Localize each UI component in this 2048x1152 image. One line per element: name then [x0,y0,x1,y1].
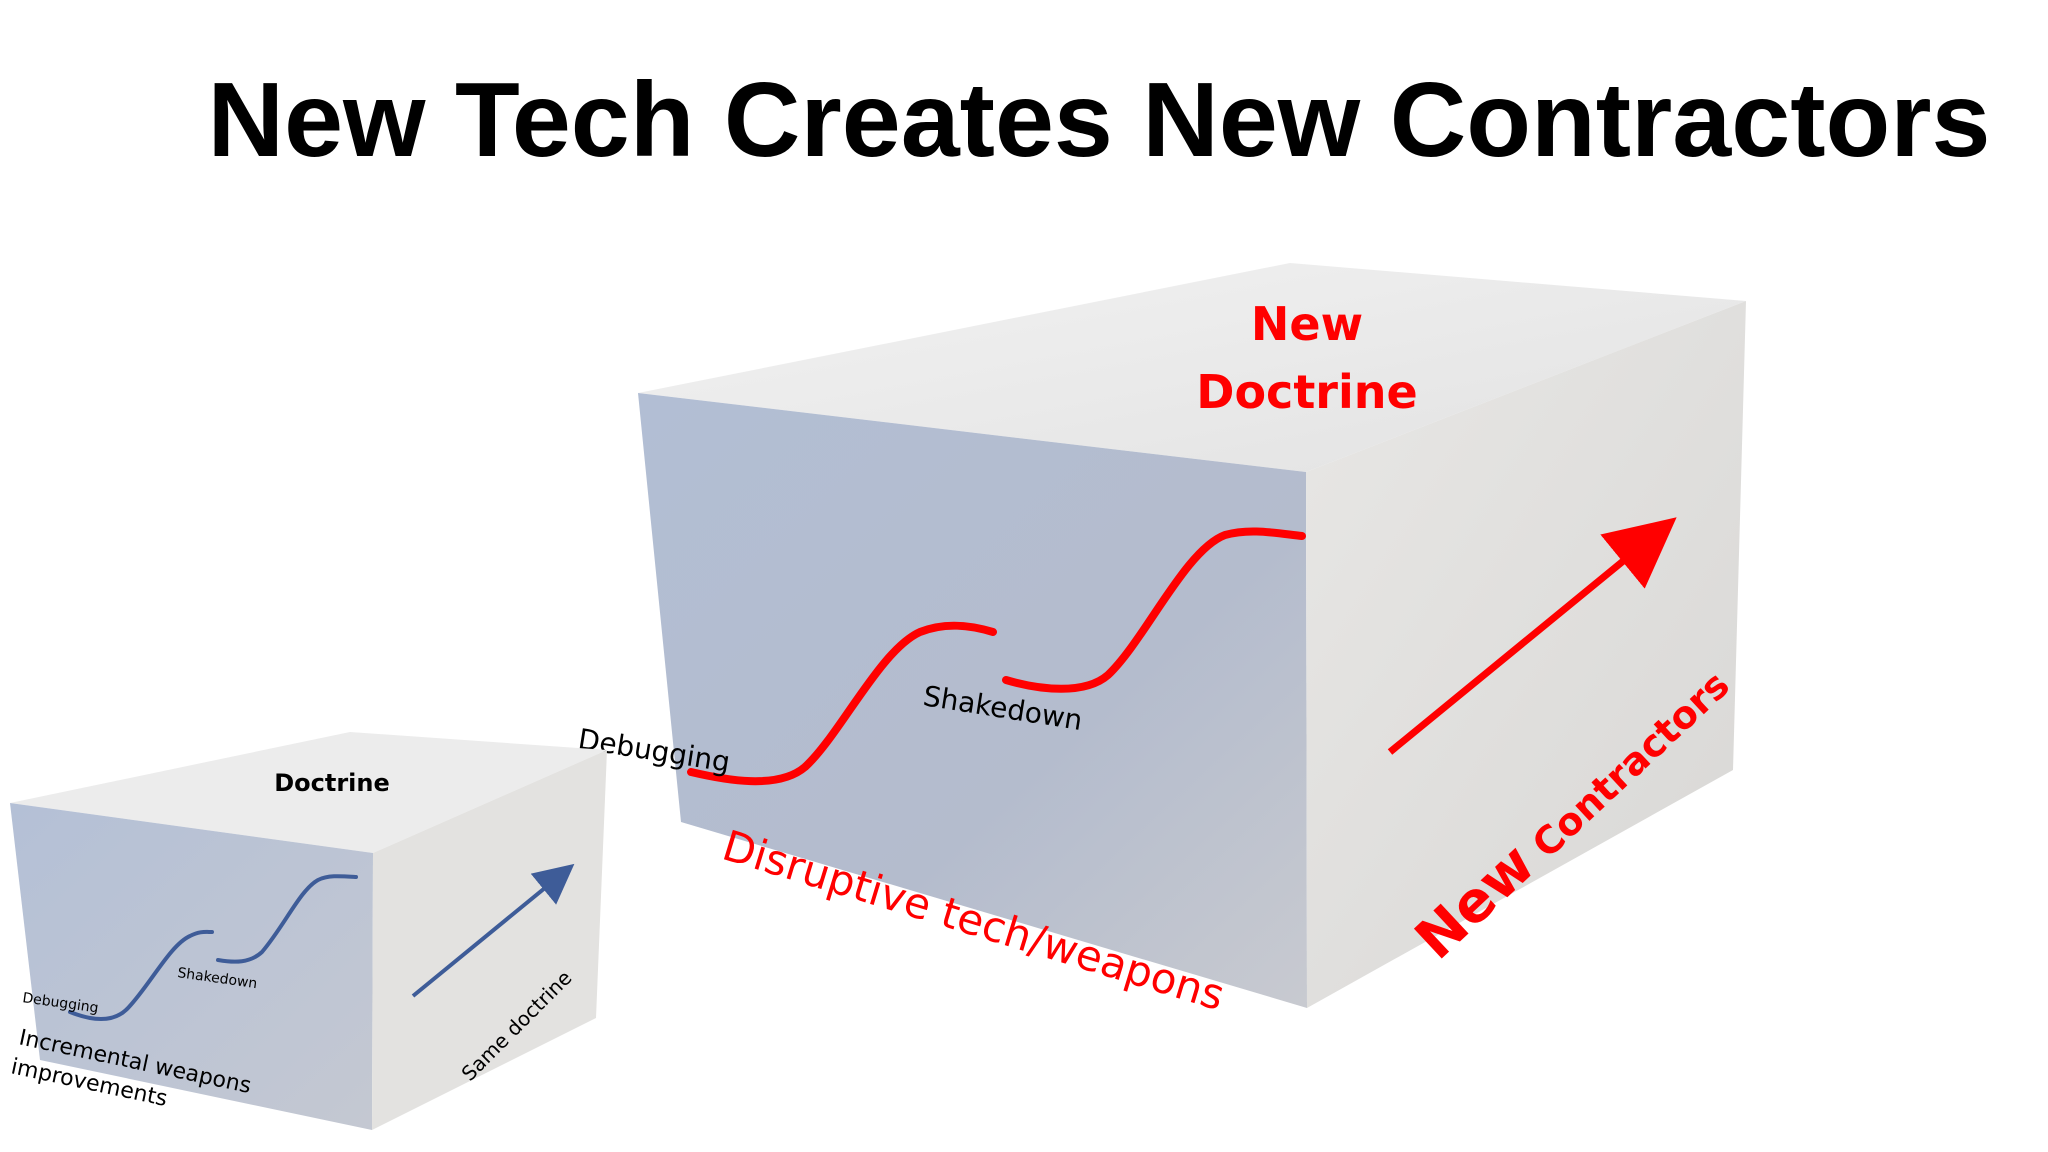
large-box-top-face [638,263,1746,472]
large-box-side-face [1306,301,1746,1008]
small-box-side-face [372,750,607,1130]
small-box-top-label: Doctrine [274,769,390,797]
small-curve-segment-1 [68,929,214,1022]
small-arrow-icon [411,863,575,998]
large-arrow-icon [1387,517,1677,755]
large-box-top-label-line1: New [1251,297,1363,351]
small-box: Doctrine Debugging Shakedown Incremental… [9,732,607,1130]
small-box-front-face [10,803,373,1130]
large-box-top-label-line2: Doctrine [1196,365,1417,419]
large-box-front-face [638,393,1307,1008]
large-curve-segment-2 [1002,527,1306,693]
small-box-top-face [10,732,607,853]
small-curve-segment-2 [216,874,358,964]
large-curve-segment-1 [687,621,997,786]
large-box: New Doctrine Debugging Shakedown Disrupt… [576,263,1746,1020]
slide-title: New Tech Creates New Contractors [207,61,1991,179]
